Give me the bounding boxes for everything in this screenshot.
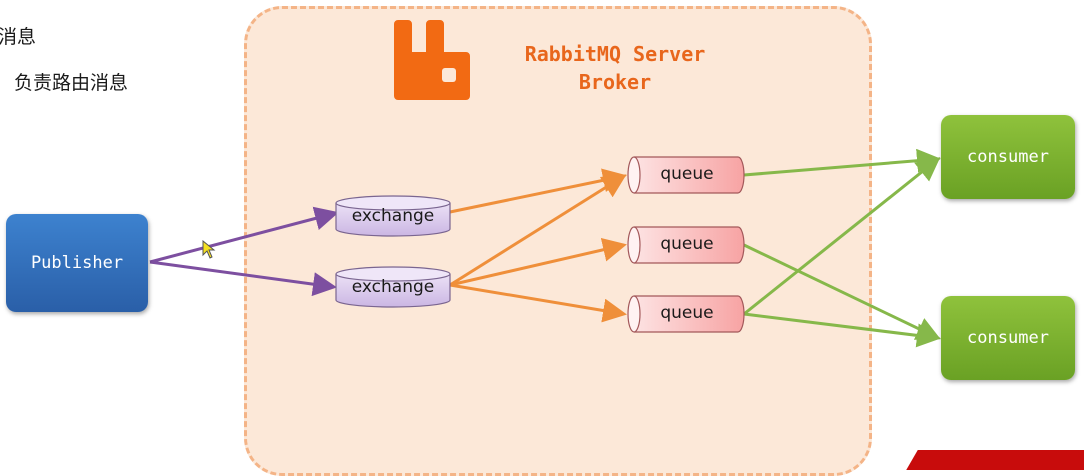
diagram-edges <box>149 148 941 348</box>
edge-queue-3-consumer-1 <box>743 157 941 316</box>
exchange-node <box>335 266 451 308</box>
edge-exchange-1-queue-1 <box>449 168 627 214</box>
note-routing: 负责路由消息 <box>14 72 129 94</box>
exchange-1-label: exchange <box>351 206 435 226</box>
broker-title-line1: RabbitMQ Server <box>524 42 706 66</box>
rabbitmq-logo-icon <box>394 20 470 100</box>
edge-exchange-2-queue-3 <box>449 283 627 323</box>
queue-3-label: queue <box>660 303 714 323</box>
consumer-node: consumer <box>941 115 1075 199</box>
consumer-node: consumer <box>941 296 1075 380</box>
footer-banner <box>906 450 1084 470</box>
edge-queue-2-consumer-2 <box>743 243 941 340</box>
note-message: 消息 <box>0 26 37 48</box>
edge-publisher-exchange-1 <box>149 206 339 264</box>
exchange-2-label: exchange <box>351 277 435 297</box>
queue-1-label: queue <box>660 164 714 184</box>
queue-node <box>627 156 745 194</box>
exchange-node <box>335 195 451 237</box>
edge-queue-3-consumer-2 <box>743 312 941 348</box>
edge-exchange-2-queue-1 <box>449 174 627 287</box>
queue-2-label: queue <box>660 234 714 254</box>
edge-queue-1-consumer-1 <box>743 148 941 177</box>
edge-exchange-2-queue-2 <box>449 238 627 287</box>
queue-node <box>627 226 745 264</box>
broker-container <box>244 6 872 476</box>
queue-node <box>627 295 745 333</box>
mouse-cursor-icon <box>202 240 216 259</box>
broker-title-line2: Broker <box>578 70 652 94</box>
broker-title: RabbitMQ Server Broker <box>490 40 740 96</box>
publisher-node: Publisher <box>6 214 148 312</box>
edge-publisher-exchange-2 <box>149 260 337 297</box>
